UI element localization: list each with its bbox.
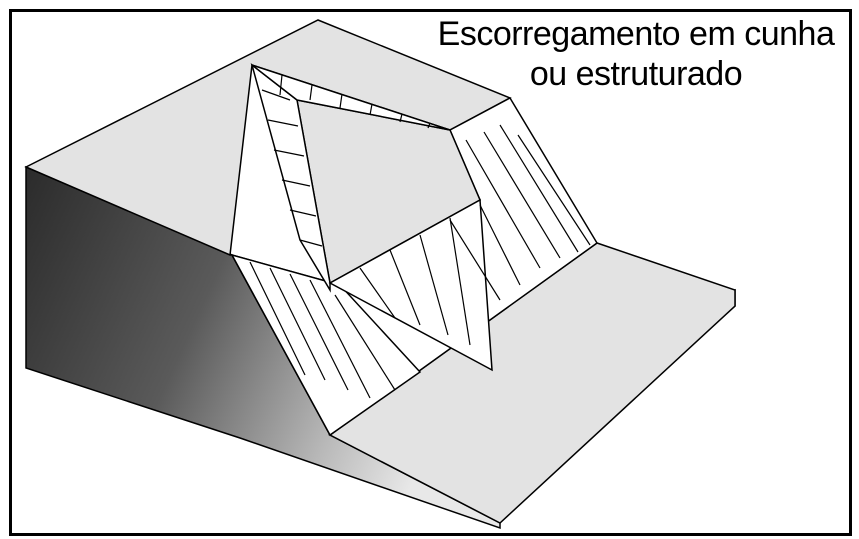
wedge-lower-plane [328, 198, 493, 372]
wedge-top-plane [251, 64, 451, 131]
title-line-1: Escorregamento em cunha [437, 15, 835, 53]
title-line-2: ou estruturado [529, 55, 743, 93]
slope-hatching [249, 74, 591, 399]
diagram-title: Escorregamento em cunha ou estruturado [420, 14, 852, 94]
